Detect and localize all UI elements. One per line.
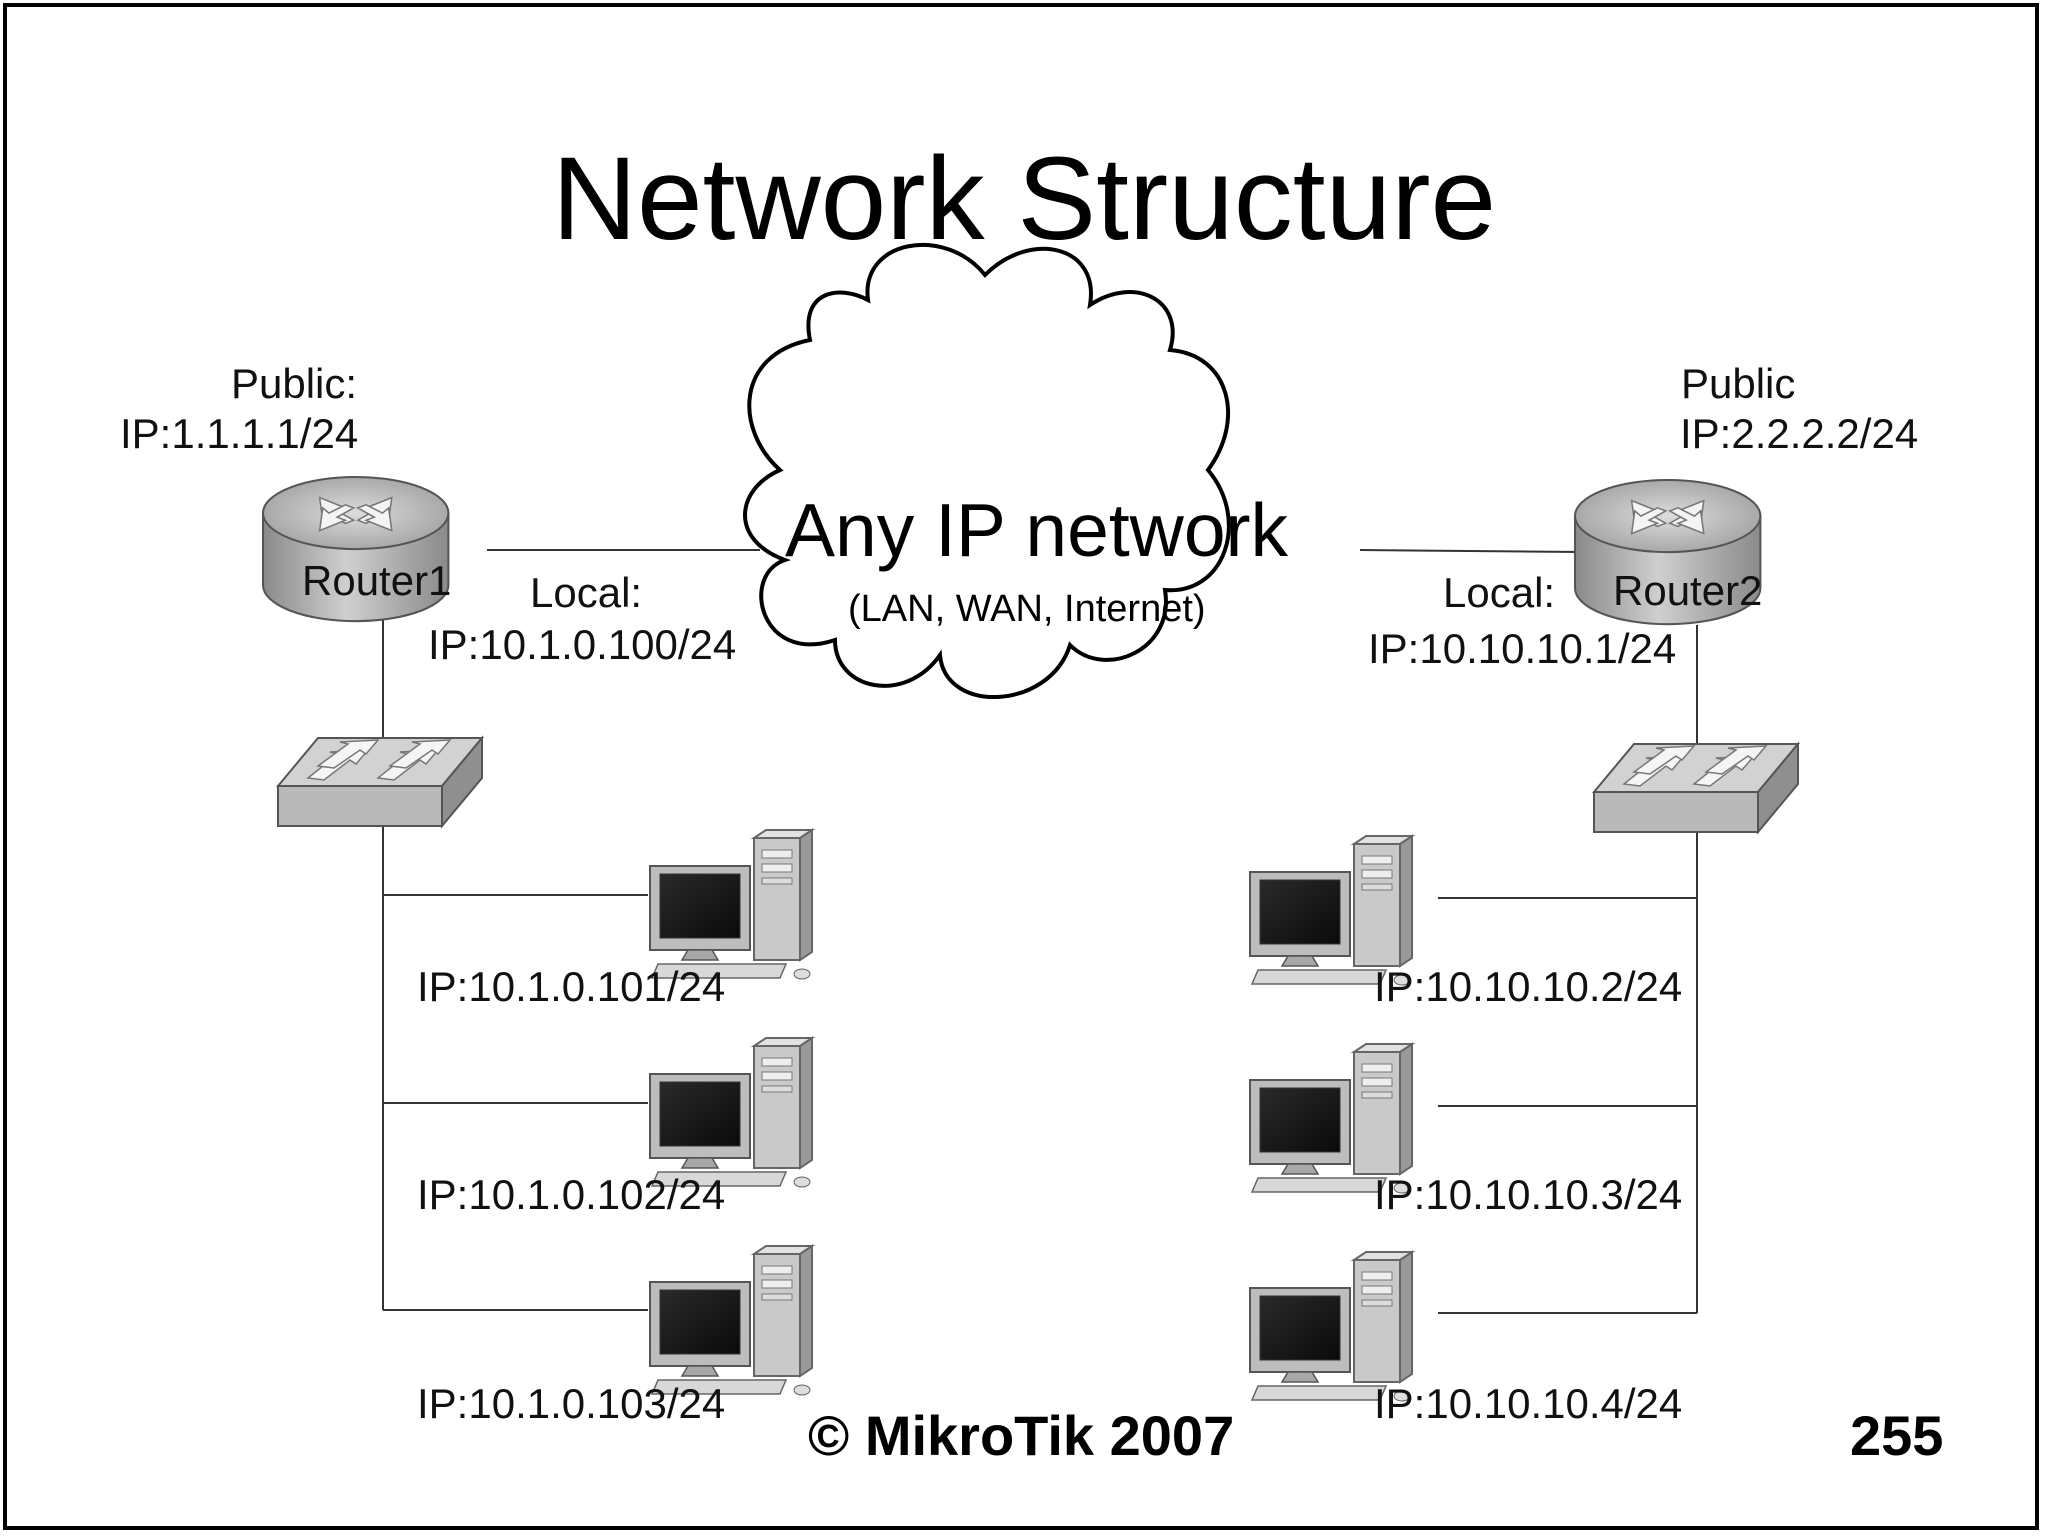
- left-computer-1-icon: [649, 829, 813, 980]
- left-host-3-ip: IP:10.1.0.103/24: [417, 1380, 726, 1427]
- left-computer-2-icon: [649, 1037, 813, 1188]
- right-switch-icon: [1593, 743, 1799, 833]
- right-host-3-ip: IP:10.10.10.4/24: [1374, 1380, 1683, 1427]
- left-switch-icon: [277, 737, 483, 827]
- left-host-1-ip: IP:10.1.0.101/24: [417, 963, 726, 1010]
- cloud-icon: [743, 242, 1231, 699]
- left-host-2-ip: IP:10.1.0.102/24: [417, 1171, 726, 1218]
- right-host-2-ip: IP:10.10.10.3/24: [1374, 1171, 1683, 1218]
- slide-title: Network Structure: [551, 133, 1497, 265]
- router1-name: Router1: [302, 557, 452, 604]
- router1-local-ip: IP:10.1.0.100/24: [428, 621, 737, 668]
- right-host-1-ip: IP:10.10.10.2/24: [1374, 963, 1683, 1010]
- router1-public-ip: IP:1.1.1.1/24: [120, 410, 359, 457]
- footer-page-number: 255: [1850, 1404, 1944, 1467]
- router1-public-label: Public:: [231, 360, 358, 407]
- router2-name: Router2: [1613, 567, 1763, 614]
- router2-local-ip: IP:10.10.10.1/24: [1368, 625, 1677, 672]
- router2-local-label: Local:: [1443, 569, 1556, 616]
- link-lines: [382, 549, 1698, 1314]
- left-computer-3-icon: [649, 1245, 813, 1396]
- slide-border: [3, 3, 2039, 1530]
- router2-public-label: Public: [1681, 360, 1796, 407]
- footer-copyright: © MikroTik 2007: [808, 1404, 1235, 1467]
- router2-public-ip: IP:2.2.2.2/24: [1680, 410, 1919, 457]
- router1-local-label: Local:: [530, 569, 643, 616]
- cloud-sub-label: (LAN, WAN, Internet): [848, 588, 1206, 630]
- right-computer-3-icon: [1249, 1251, 1413, 1402]
- cloud-main-label: Any IP network: [785, 488, 1289, 572]
